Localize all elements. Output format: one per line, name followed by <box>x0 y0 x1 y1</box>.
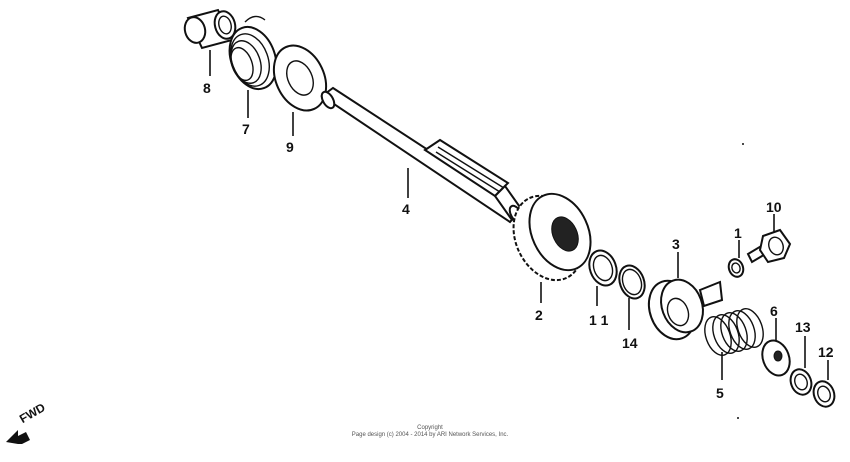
copyright-text: Page design (c) 2004 - 2014 by ARI Netwo… <box>351 432 509 438</box>
callout-6: 6 <box>770 303 778 319</box>
part-13-ring <box>789 368 813 396</box>
callout-5: 5 <box>716 385 724 401</box>
part-7-spring <box>228 15 278 90</box>
callout-11: 1 1 <box>589 312 609 328</box>
part-14-snap-ring <box>618 264 646 300</box>
copyright-title: Copyright <box>417 425 443 431</box>
part-10-bolt <box>746 228 792 264</box>
part-4-shaft <box>320 86 524 224</box>
copyright-notice: Copyright Page design (c) 2004 - 2014 by… <box>300 425 560 439</box>
callout-3: 3 <box>672 236 680 252</box>
part-12-ring <box>812 380 836 408</box>
callout-13: 13 <box>795 319 811 335</box>
part-2-gear <box>512 192 592 282</box>
part-9-washer <box>272 44 328 112</box>
callout-9: 9 <box>286 139 294 155</box>
callout-4: 4 <box>402 201 410 217</box>
callout-14: 14 <box>622 335 638 351</box>
callout-10: 10 <box>766 199 782 215</box>
fwd-indicator: FWD <box>4 400 64 446</box>
part-1-o-ring <box>727 258 745 278</box>
part-6-washer <box>761 339 791 377</box>
part-5-spring <box>704 308 764 356</box>
callout-12: 12 <box>818 344 834 360</box>
callout-7: 7 <box>242 121 250 137</box>
callout-1: 1 <box>734 225 742 241</box>
callout-2: 2 <box>535 307 543 323</box>
part-3-ratchet <box>647 278 724 341</box>
part-11-washer <box>588 249 618 287</box>
fwd-arrow-icon <box>6 430 30 444</box>
callout-8: 8 <box>203 80 211 96</box>
